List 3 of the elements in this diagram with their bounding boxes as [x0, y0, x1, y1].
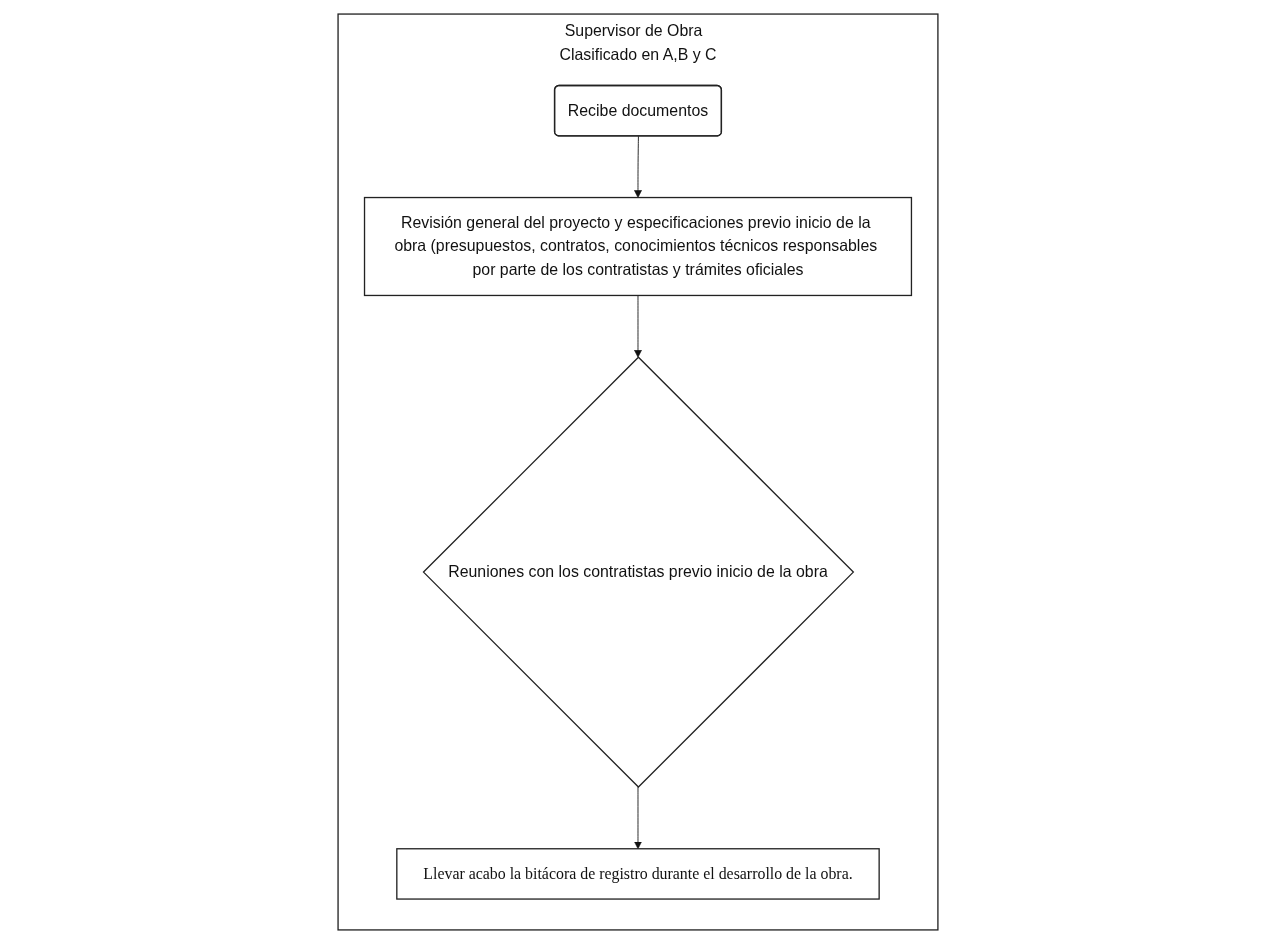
node-box: Revisión general del proyecto y especificaciones previo inicio de la obra (presupuestos, contratos, conocimientos técnicos responsables por parte de los contratistas y trámites oficiales — [363, 196, 912, 297]
node-diamond: Reuniones con los contratistas previo inicio de la obra — [422, 356, 854, 788]
node-box: Llevar acabo la bitácora de registro durante el desarrollo de la obra. — [395, 848, 880, 900]
